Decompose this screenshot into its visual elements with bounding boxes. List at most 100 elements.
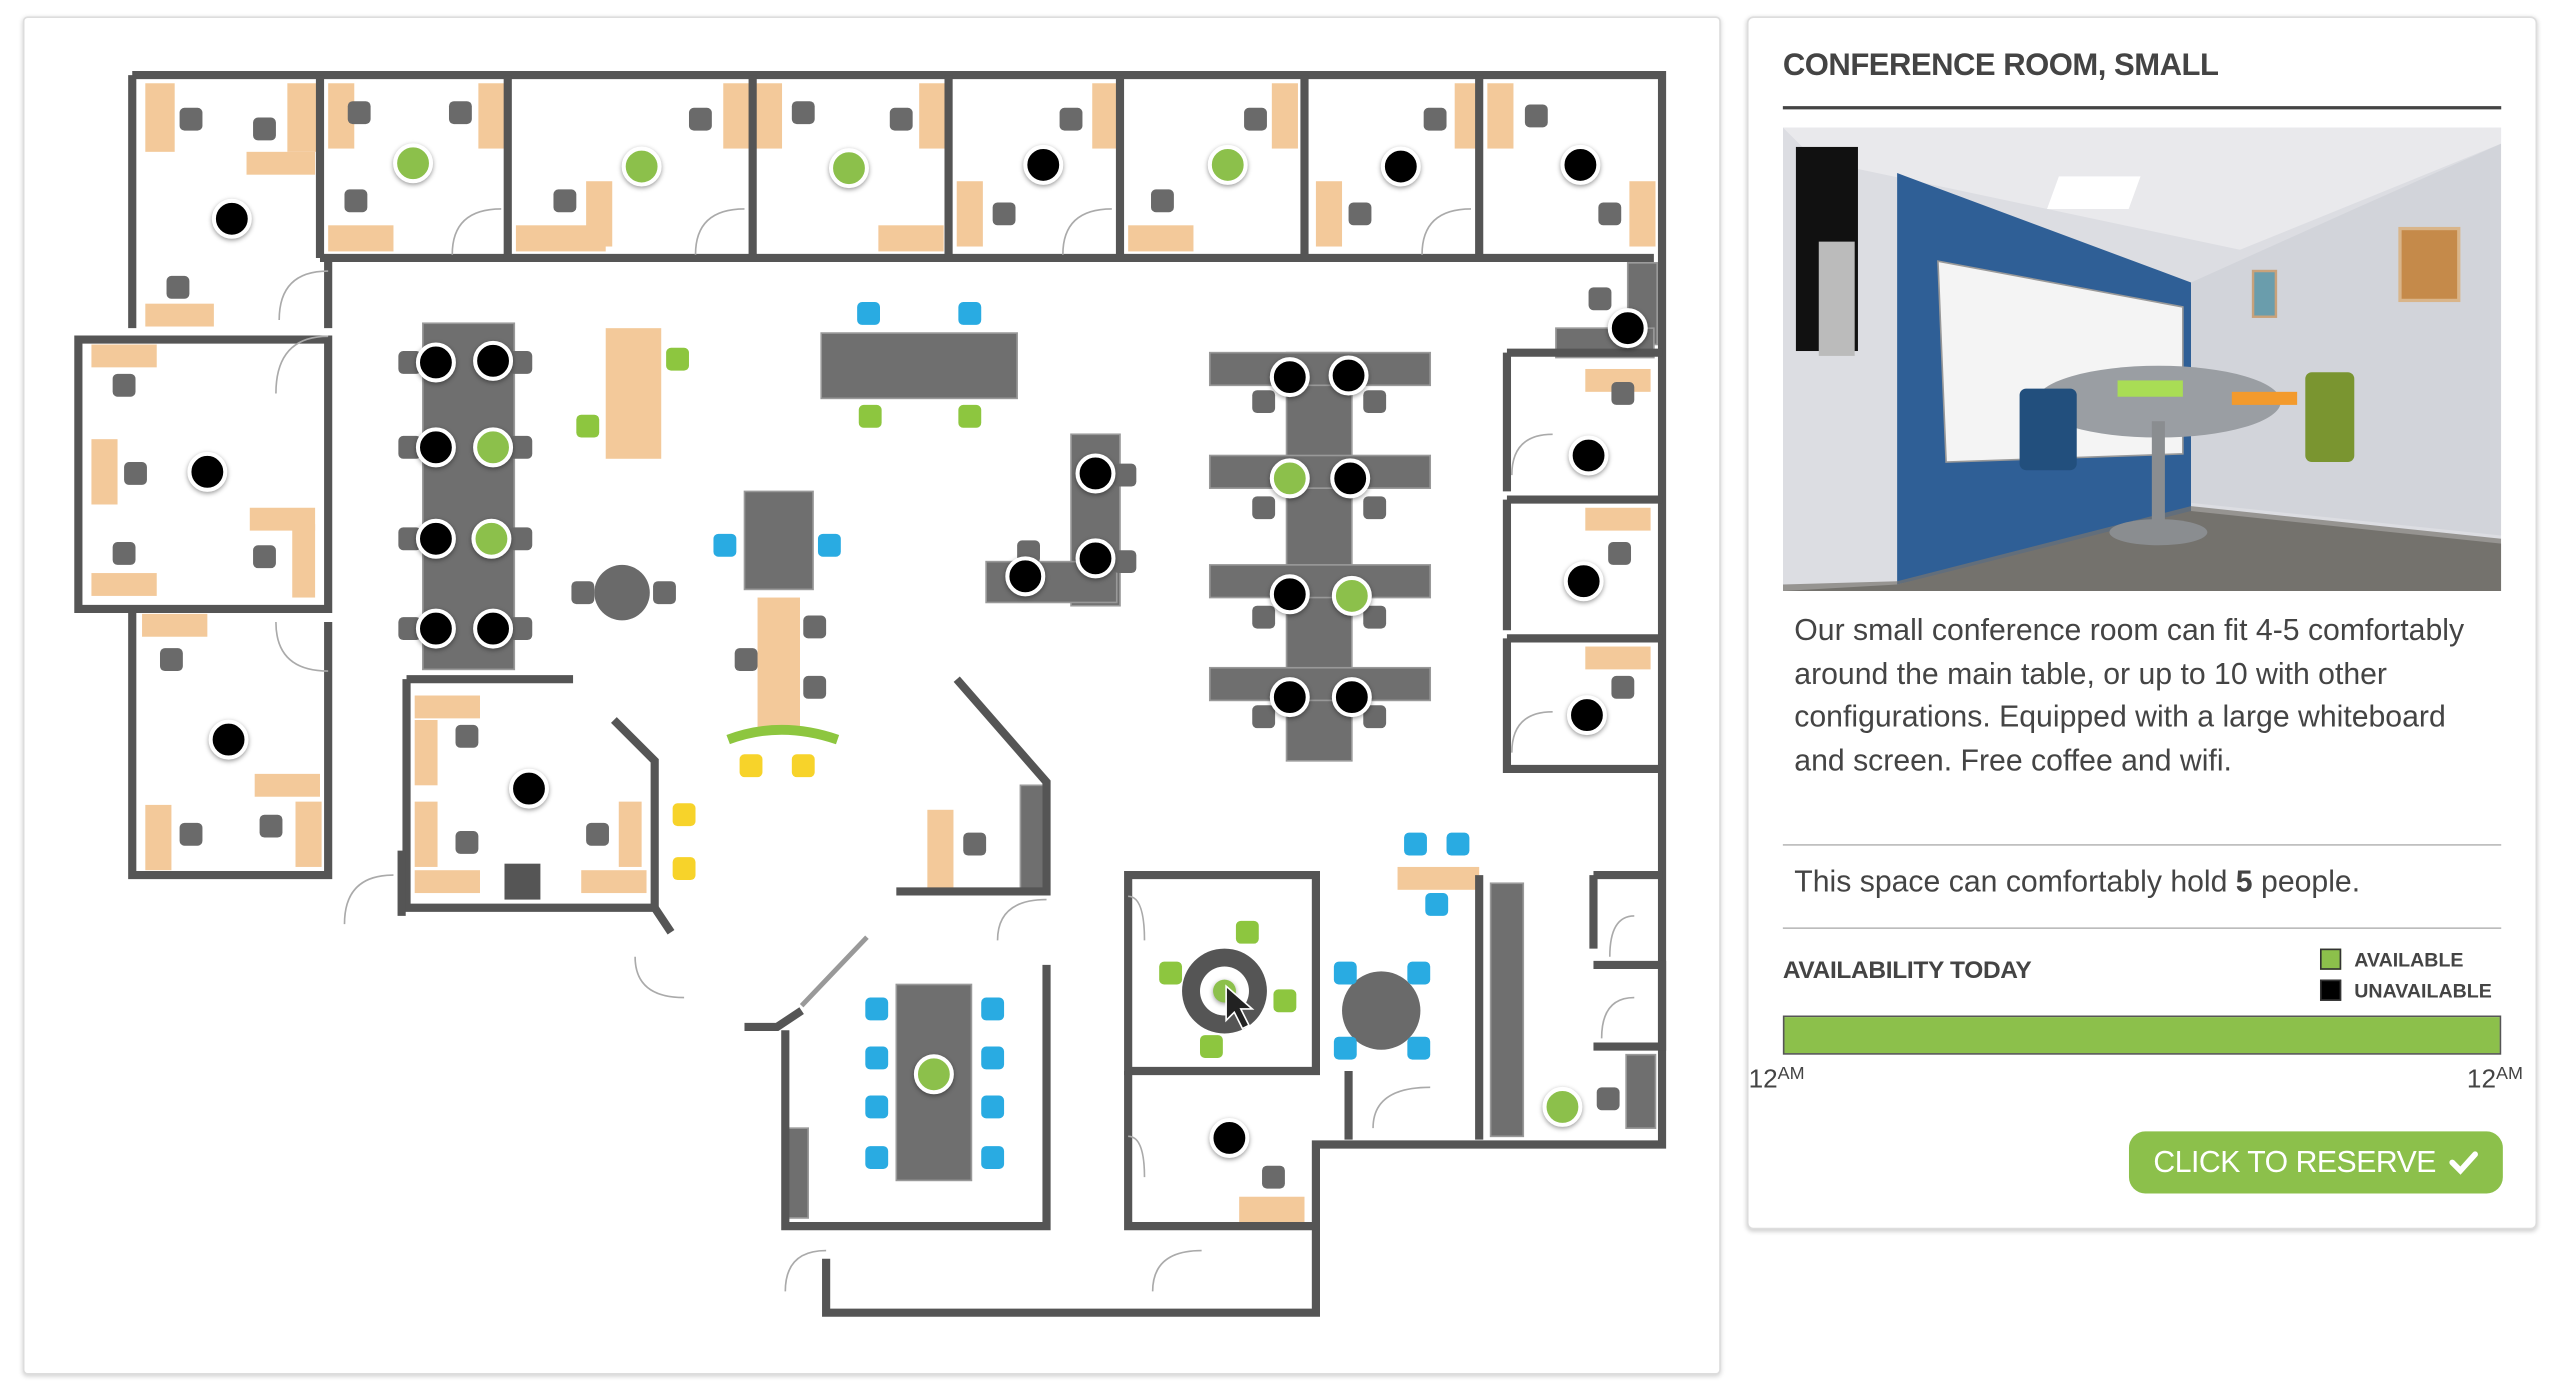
door-swing	[784, 1249, 827, 1292]
door-swing	[1128, 1135, 1146, 1178]
wood-desk	[414, 719, 438, 786]
unavailable-seat-marker[interactable]	[415, 342, 456, 383]
blue-chair	[1425, 893, 1449, 916]
unavailable-seat-marker[interactable]	[1330, 458, 1371, 499]
wood-desk	[292, 524, 316, 598]
green-chair	[576, 414, 600, 438]
wood-desk	[1629, 181, 1656, 247]
wood-desk	[91, 439, 118, 505]
unavailable-seat-marker[interactable]	[1563, 561, 1604, 602]
wall	[1124, 871, 1320, 1076]
available-seat-marker[interactable]	[471, 518, 512, 559]
green-chair	[1273, 989, 1297, 1013]
shared-desk	[1208, 564, 1432, 599]
office-chair	[1598, 202, 1622, 226]
available-seat-marker[interactable]	[621, 146, 662, 187]
office-chair	[1151, 189, 1174, 213]
floor-plan-map[interactable]	[2, 2, 1798, 1388]
office-chair	[124, 462, 147, 485]
wood-desk	[723, 83, 750, 149]
available-seat-marker[interactable]	[828, 148, 869, 189]
availability-timeline[interactable]	[1782, 1015, 2502, 1055]
wood-desk	[515, 225, 606, 252]
wood-desk	[414, 801, 438, 867]
available-seat-marker[interactable]	[1207, 144, 1248, 185]
capacity-value: 5	[2235, 863, 2253, 898]
unavailable-seat-marker[interactable]	[1005, 556, 1046, 597]
shared-desk	[743, 490, 814, 591]
unavailable-seat-marker[interactable]	[415, 427, 456, 468]
shared-desk	[1208, 351, 1432, 387]
wood-desk	[1397, 866, 1480, 890]
wood-desk	[91, 344, 157, 368]
unavailable-seat-marker[interactable]	[187, 451, 228, 492]
unavailable-seat-marker[interactable]	[1331, 677, 1372, 718]
office-chair	[398, 351, 422, 374]
wood-desk	[295, 801, 322, 867]
wall	[1124, 1071, 1316, 1231]
wood-desk	[1585, 646, 1651, 670]
wall	[896, 676, 1051, 896]
wall	[744, 1007, 804, 1032]
office-chair	[1524, 104, 1548, 128]
office-chair	[112, 373, 136, 397]
unavailable-seat-marker[interactable]	[1566, 695, 1607, 736]
unavailable-seat-marker[interactable]	[508, 768, 549, 809]
office-chair	[179, 107, 203, 131]
unavailable-swatch	[2319, 979, 2342, 1001]
door-swing	[275, 622, 329, 672]
shared-desk	[820, 332, 1018, 400]
unavailable-seat-marker[interactable]	[1023, 144, 1064, 185]
unavailable-seat-marker[interactable]	[1269, 357, 1310, 398]
unavailable-seat-marker[interactable]	[1269, 574, 1310, 615]
green-chair	[1159, 961, 1183, 985]
unavailable-seat-marker[interactable]	[1380, 146, 1421, 187]
available-seat-marker[interactable]	[1269, 458, 1310, 499]
unavailable-seat-marker[interactable]	[473, 608, 514, 649]
unavailable-seat-marker[interactable]	[415, 518, 456, 559]
office-chair	[1611, 382, 1635, 405]
floor-plan-panel[interactable]	[22, 16, 1721, 1375]
available-seat-marker[interactable]	[1331, 575, 1372, 616]
lounge-chair	[672, 803, 696, 827]
unavailable-seat-marker[interactable]	[1269, 677, 1310, 718]
available-seat-marker[interactable]	[393, 143, 434, 184]
door-swing	[1151, 1249, 1202, 1292]
unavailable-seat-marker[interactable]	[1075, 538, 1116, 579]
unavailable-seat-marker[interactable]	[1075, 453, 1116, 494]
available-seat-marker[interactable]	[1542, 1086, 1583, 1127]
office-chair	[889, 107, 913, 131]
unavailable-seat-marker[interactable]	[1328, 355, 1369, 396]
unavailable-seat-marker[interactable]	[1607, 308, 1648, 349]
unavailable-seat-marker[interactable]	[208, 719, 249, 760]
office-chair	[1113, 550, 1137, 574]
divider	[1782, 844, 2502, 846]
door-swing	[278, 270, 329, 320]
unavailable-seat-marker[interactable]	[1560, 144, 1601, 185]
blue-chair	[1407, 961, 1431, 985]
room-photo	[1782, 127, 2502, 592]
wood-desk	[414, 695, 480, 719]
reserve-button[interactable]: CLICK TO RESERVE	[2128, 1131, 2503, 1194]
wall	[402, 679, 659, 912]
office-chair	[1113, 463, 1137, 487]
unavailable-seat-marker[interactable]	[211, 198, 252, 239]
wood-desk	[1239, 1196, 1305, 1223]
door-swing	[1600, 996, 1635, 1039]
blue-chair	[857, 302, 880, 325]
available-seat-marker[interactable]	[473, 427, 514, 468]
green-chair	[666, 347, 689, 371]
unavailable-seat-marker[interactable]	[473, 340, 514, 381]
office-chair	[398, 435, 422, 459]
office-chair	[1608, 542, 1632, 565]
timeline-end-label: 12AM	[2466, 1064, 2523, 1094]
unavailable-seat-marker[interactable]	[415, 608, 456, 649]
office-chair	[688, 107, 712, 131]
green-chair	[1199, 1035, 1223, 1058]
unavailable-seat-marker[interactable]	[1568, 435, 1609, 476]
office-chair	[734, 648, 758, 672]
shared-desk	[1208, 666, 1432, 702]
available-seat-marker[interactable]	[913, 1054, 954, 1095]
wood-desk	[581, 870, 647, 894]
unavailable-seat-marker[interactable]	[1209, 1117, 1250, 1158]
